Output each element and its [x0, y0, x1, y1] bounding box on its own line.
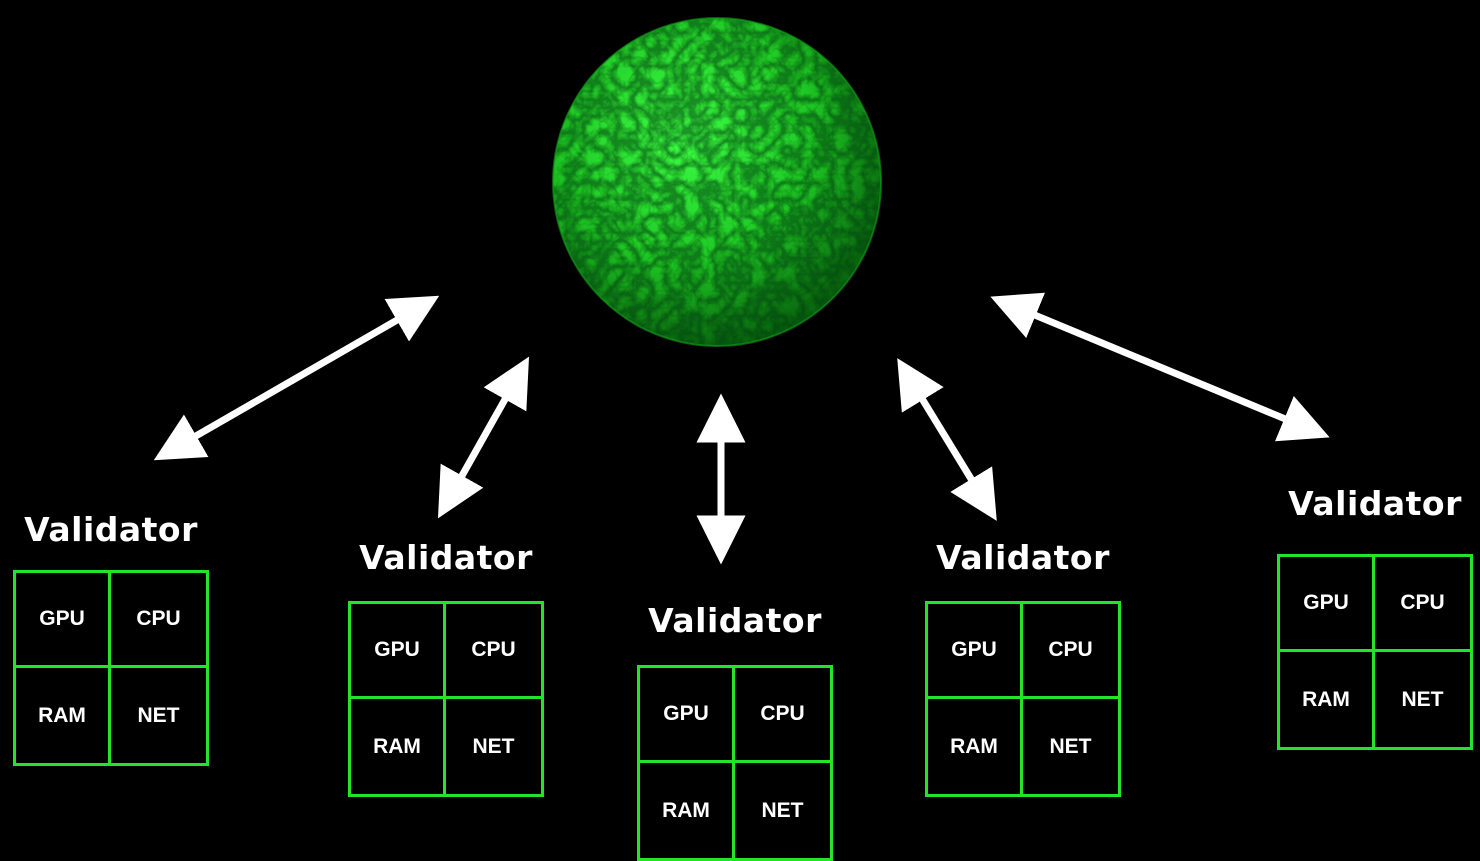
hub-sphere-icon — [552, 17, 882, 347]
resource-grid: GPU CPU RAM NET — [1277, 554, 1473, 750]
resource-ram: RAM — [928, 699, 1023, 794]
resource-cpu: CPU — [735, 668, 830, 763]
resource-net: NET — [1401, 687, 1444, 711]
resource-gpu: GPU — [1280, 557, 1375, 652]
resource-cpu: CPU — [446, 604, 541, 699]
validator-node: Validator GPU CPU RAM NET — [1277, 481, 1473, 750]
resource-net: NET — [761, 798, 804, 822]
resource-gpu: GPU — [928, 604, 1023, 699]
arrow-validator-5 — [990, 292, 1330, 442]
resource-cpu: CPU — [1023, 604, 1118, 699]
resource-ram: RAM — [16, 668, 111, 763]
arrow-validator-4 — [897, 358, 997, 521]
resource-net: NET — [1049, 734, 1092, 758]
resource-cpu: CPU — [1375, 557, 1470, 652]
resource-gpu: GPU — [351, 604, 446, 699]
validator-title: Validator — [359, 538, 533, 577]
resource-ram: RAM — [1280, 652, 1375, 747]
resource-grid: GPU CPU RAM NET — [925, 601, 1121, 797]
validator-node: Validator GPU CPU RAM NET — [13, 507, 209, 766]
resource-grid: GPU CPU RAM NET — [637, 665, 833, 861]
resource-cpu: CPU — [111, 573, 206, 668]
validator-title: Validator — [936, 538, 1110, 577]
resource-net: NET — [137, 703, 180, 727]
resource-grid: GPU CPU RAM NET — [13, 570, 209, 766]
connection-arrows — [153, 292, 1330, 565]
arrow-validator-1 — [153, 295, 440, 461]
validator-node: Validator GPU CPU RAM NET — [637, 598, 833, 861]
validator-title: Validator — [648, 601, 822, 640]
validator-title: Validator — [1288, 484, 1462, 523]
resource-ram: RAM — [351, 699, 446, 794]
resource-net: NET — [472, 734, 515, 758]
validator-node: Validator GPU CPU RAM NET — [925, 535, 1121, 797]
resource-gpu: GPU — [16, 573, 111, 668]
validator-title: Validator — [24, 510, 198, 549]
validator-node: Validator GPU CPU RAM NET — [348, 535, 544, 797]
arrow-validator-2 — [437, 356, 530, 519]
resource-ram: RAM — [640, 763, 735, 858]
resource-grid: GPU CPU RAM NET — [348, 601, 544, 797]
resource-gpu: GPU — [640, 668, 735, 763]
